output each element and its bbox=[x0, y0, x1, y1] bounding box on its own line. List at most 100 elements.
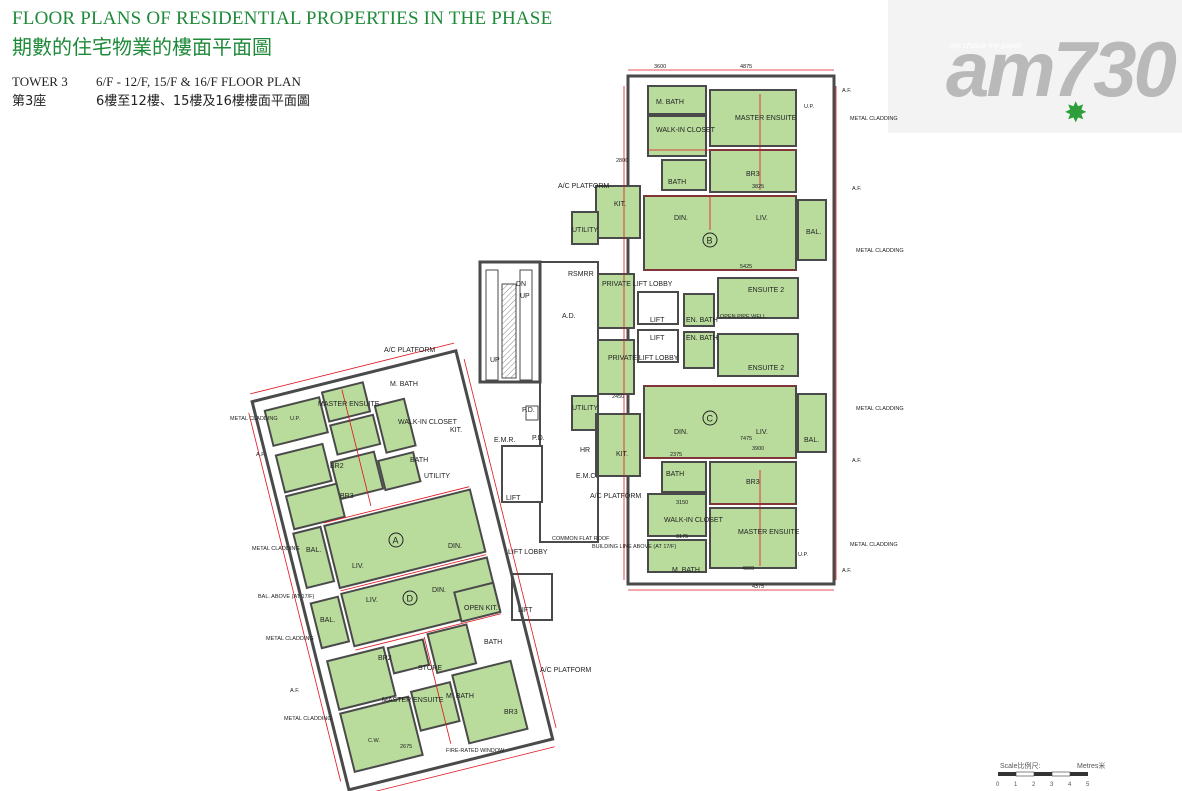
room-label-din: DIN. bbox=[674, 215, 688, 222]
room-label-lift-4: LIFT bbox=[518, 607, 533, 614]
dimension-label: 5425 bbox=[740, 264, 752, 270]
room-label-bal-d: BAL. bbox=[320, 617, 335, 624]
scale-tick: 4 bbox=[1068, 782, 1072, 788]
scale-tick: 1 bbox=[1014, 782, 1018, 788]
unit-letter-a: A bbox=[393, 536, 399, 546]
label-metal-cladding-6: METAL CLADDING bbox=[252, 546, 300, 552]
label-metal-cladding-5: METAL CLADDING bbox=[230, 416, 278, 422]
dimension-label: 4375 bbox=[752, 584, 764, 590]
label-metal-cladding-4: METAL CLADDING bbox=[850, 542, 898, 548]
tower-label: TOWER 3 bbox=[12, 74, 68, 89]
room-label-lift: LIFT bbox=[650, 317, 665, 324]
label-fire-rated-window: FIRE-RATED WINDOW bbox=[446, 748, 505, 754]
label-rsmrr: RSMRR bbox=[568, 271, 594, 278]
scale-tick: 5 bbox=[1086, 782, 1090, 788]
label-ac-platform-3: A/C PLATFORM bbox=[384, 347, 435, 354]
room-label-m-bath-a: M. BATH bbox=[390, 381, 418, 388]
room-label-bath-2: BATH bbox=[666, 471, 684, 478]
room-label-m-bath-2: M. BATH bbox=[672, 567, 700, 574]
unit-letter-b: B bbox=[707, 236, 713, 246]
room-label-walk-in-closet: WALK-IN CLOSET bbox=[656, 127, 716, 134]
room-label-kit-a: KIT. bbox=[450, 427, 462, 434]
logo-panel bbox=[888, 0, 1182, 133]
page-title: FLOOR PLANS OF RESIDENTIAL PROPERTIES IN… bbox=[12, 8, 553, 29]
core bbox=[478, 260, 599, 621]
label-dn: DN bbox=[516, 281, 526, 288]
room-label-br2-d: BR2 bbox=[378, 655, 392, 662]
label-metal-cladding-8: METAL CLADDING bbox=[284, 716, 332, 722]
label-open-pipe-well: OPEN PIPE WELL bbox=[720, 314, 766, 320]
label-up-pipe-3: U.P. bbox=[290, 416, 300, 422]
right-wing bbox=[571, 69, 837, 591]
unit-letter-c: C bbox=[707, 414, 714, 424]
room-label-ensuite-2-b: ENSUITE 2 bbox=[748, 365, 784, 372]
room-label-br3-a: BR3 bbox=[340, 493, 354, 500]
room-label-bath-d: BATH bbox=[484, 639, 502, 646]
room-label-kit: KIT. bbox=[614, 201, 626, 208]
label-af: A.F. bbox=[842, 88, 852, 94]
scale-tick: 3 bbox=[1050, 782, 1054, 788]
room-label-liv-d: LIV. bbox=[366, 597, 378, 604]
room-label-ensuite-2: ENSUITE 2 bbox=[748, 287, 784, 294]
room-label-br3-2: BR3 bbox=[746, 479, 760, 486]
room-label-liv-a: LIV. bbox=[352, 563, 364, 570]
tower-label-chinese: 第3座 bbox=[12, 94, 47, 109]
room-label-lift-2: LIFT bbox=[650, 335, 665, 342]
room-label-master-ensuite-d: MASTER ENSUITE bbox=[382, 697, 444, 704]
room-label-din-a: DIN. bbox=[448, 543, 462, 550]
room-label-kit-2: KIT. bbox=[616, 451, 628, 458]
left-wing bbox=[248, 342, 557, 791]
room-label-en-bath: EN. BATH bbox=[686, 317, 718, 324]
scale-unit-label: Metres米 bbox=[1077, 763, 1106, 770]
label-common-flat-roof: COMMON FLAT ROOF bbox=[552, 536, 610, 542]
room-label-br3: BR3 bbox=[746, 171, 760, 178]
room-label-utility: UTILITY bbox=[572, 227, 598, 234]
dimension-label: 3825 bbox=[752, 184, 764, 190]
label-pd-2: P.D. bbox=[532, 435, 545, 442]
room-label-din-d: DIN. bbox=[432, 587, 446, 594]
label-af-6: A.F. bbox=[290, 688, 300, 694]
room-label-br3-d: BR3 bbox=[504, 709, 518, 716]
room-label-private-lift-lobby-2: PRIVATE LIFT LOBBY bbox=[608, 355, 679, 362]
room-label-walk-in-closet-2: WALK-IN CLOSET bbox=[664, 517, 724, 524]
label-building-line-above: BUILDING LINE ABOVE (AT 17/F) bbox=[592, 544, 676, 550]
label-af-3: A.F. bbox=[852, 458, 862, 464]
label-bal-above: BAL. ABOVE (AT 17/F) bbox=[258, 594, 315, 600]
dimension-label: 2800 bbox=[616, 158, 628, 164]
room-label-store-d: STORE bbox=[418, 665, 442, 672]
star-icon: ✸ bbox=[1064, 96, 1088, 129]
room-label-open-kit-d: OPEN KIT. bbox=[464, 605, 498, 612]
room-label-bath: BATH bbox=[668, 179, 686, 186]
dimension-label: 2375 bbox=[670, 452, 682, 458]
dimension-label: 2450 bbox=[612, 394, 624, 400]
dimension-label: 7475 bbox=[740, 436, 752, 442]
page-title-chinese: 期數的住宅物業的樓面平面圖 bbox=[12, 35, 272, 59]
floor-range-label-chinese: 6樓至12樓、15樓及16樓樓面平面圖 bbox=[96, 94, 310, 109]
dimension-label: 3900 bbox=[752, 446, 764, 452]
label-pd: P.D. bbox=[522, 407, 535, 414]
room-label-bath-a: BATH bbox=[410, 457, 428, 464]
label-ac-platform: A/C PLATFORM bbox=[558, 183, 609, 190]
label-metal-cladding-7: METAL CLADDING bbox=[266, 636, 314, 642]
dimension-label: 4000 bbox=[742, 566, 754, 572]
dimension-label: 3150 bbox=[676, 500, 688, 506]
label-cw: C.W. bbox=[368, 738, 380, 744]
label-hr: HR bbox=[580, 447, 590, 454]
label-ac-platform-2: A/C PLATFORM bbox=[590, 493, 641, 500]
scale-tick: 0 bbox=[996, 782, 1000, 788]
room-label-bal-a: BAL. bbox=[306, 547, 321, 554]
label-metal-cladding-2: METAL CLADDING bbox=[856, 248, 904, 254]
label-metal-cladding: METAL CLADDING bbox=[850, 116, 898, 122]
label-af-4: A.F. bbox=[842, 568, 852, 574]
room-label-lift-3: LIFT bbox=[506, 495, 521, 502]
room-label-master-ensuite-2: MASTER ENSUITE bbox=[738, 529, 800, 536]
scale-bar: 0 1 2 3 4 5 bbox=[996, 771, 1090, 788]
label-up-pipe-2: U.P. bbox=[804, 104, 814, 110]
room-label-master-ensuite: MASTER ENSUITE bbox=[735, 115, 797, 122]
room-label-liv-2: LIV. bbox=[756, 429, 768, 436]
dimension-label: 4875 bbox=[740, 64, 752, 70]
room-label-m-bath-d: M. BATH bbox=[446, 693, 474, 700]
label-up-pipe: U.P. bbox=[798, 552, 808, 558]
room-label-bal-2: BAL. bbox=[804, 437, 819, 444]
label-ad: A.D. bbox=[562, 313, 576, 320]
